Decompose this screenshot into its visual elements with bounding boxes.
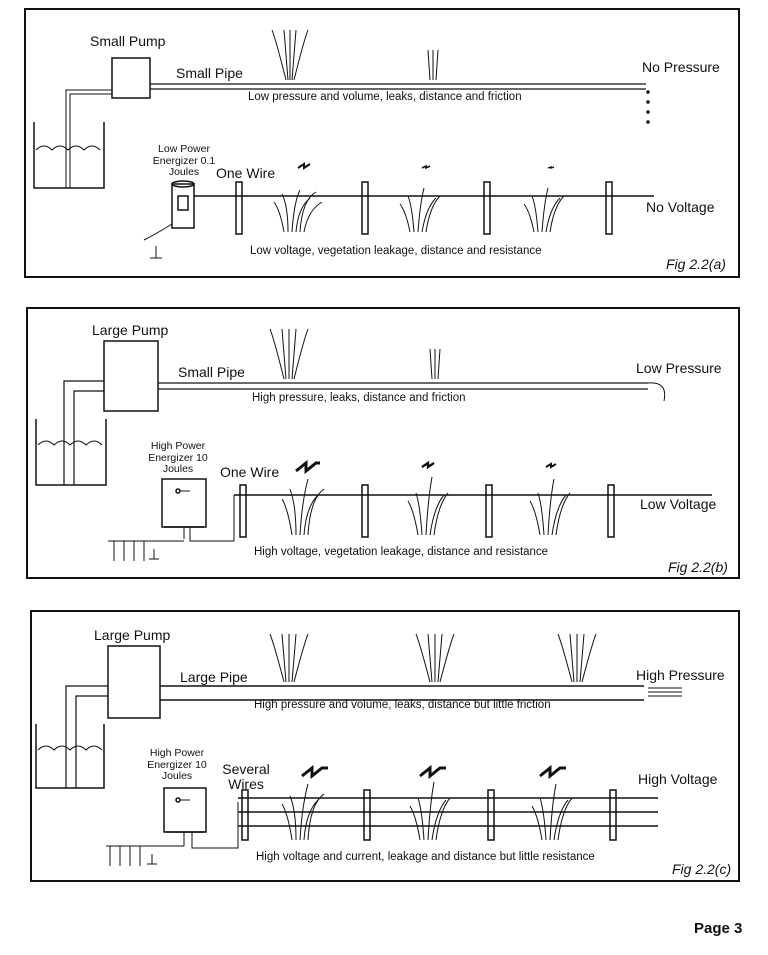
spark-icon [421,460,435,470]
vegetation [281,783,325,841]
diagram-c [35,633,682,866]
wire-caption: High voltage, vegetation leakage, distan… [254,546,549,558]
energizer-label: Low Power Energizer 0.1 Joules [152,143,216,179]
energizer-label: High Power Energizer 10 Joules [148,440,208,476]
water-result: No Pressure [642,59,720,75]
water-result: High Pressure [636,667,725,683]
figure-label: Fig 2.2(a) [666,256,726,272]
vegetation [407,476,449,536]
vegetation [523,187,565,233]
pump-label: Large Pump [94,627,171,643]
water-caption: High pressure and volume, leaks, distanc… [254,699,551,711]
large-pump [107,645,161,719]
wire-label: Several Wires [222,761,270,793]
leak-fountain [429,348,441,380]
spark-icon [295,459,320,475]
small-pump [111,57,151,99]
vegetation [409,781,451,841]
pipe-label: Large Pipe [180,669,248,685]
page-number: Page 3 [694,920,743,937]
spark-icon [545,462,557,469]
spark-icon [419,764,446,780]
energizer-unit [163,787,207,833]
spark-icon [301,764,328,780]
leak-fountain [271,29,309,81]
vegetation [529,478,571,536]
pipe-label: Small Pipe [178,364,245,380]
leak-fountain [415,633,455,683]
energizer-unit [171,180,195,229]
panel-fig-2-2a: Small Pump Small Pipe Low pressure and v… [24,8,740,278]
diagram-b [35,328,712,561]
spark-icon [547,166,555,169]
pump-label: Large Pump [92,322,169,338]
pipe-label: Small Pipe [176,65,243,81]
leak-fountain [269,328,309,380]
leak-fountain [269,633,309,683]
energizer-unit [161,478,207,528]
diagram-a [33,29,654,259]
figure-label: Fig 2.2(c) [672,861,732,877]
panel-fig-2-2b: Large Pump Small Pipe High pressure, lea… [26,307,740,579]
leak-fountain [557,633,597,683]
water-caption: High pressure, leaks, distance and frict… [252,392,466,404]
pump-label: Small Pump [90,33,166,49]
vegetation [399,187,441,233]
water-tank [33,122,105,189]
vegetation [281,478,325,536]
spark-icon [297,162,311,170]
spark-icon [539,764,566,780]
figure-label: Fig 2.2(b) [668,559,728,575]
wire-label: One Wire [220,464,280,480]
water-caption: Low pressure and volume, leaks, distance… [248,91,522,103]
wire-caption: High voltage and current, leakage and di… [256,851,595,863]
wire-caption: Low voltage, vegetation leakage, distanc… [250,245,542,257]
spark-icon [421,164,431,170]
water-tank [35,724,105,789]
energizer-label: High Power Energizer 10 Joules [147,747,207,783]
wire-result: No Voltage [646,199,715,215]
panel-fig-2-2c: Large Pump Large Pipe High pressure and … [30,610,740,882]
water-result: Low Pressure [636,360,722,376]
water-tank [35,419,107,486]
wire-result: Low Voltage [640,496,717,512]
wire-result: High Voltage [638,771,718,787]
vegetation [531,783,573,841]
large-pump [103,340,159,412]
leak-fountain [427,49,439,81]
wire-label: One Wire [216,165,276,181]
vegetation [273,189,323,233]
